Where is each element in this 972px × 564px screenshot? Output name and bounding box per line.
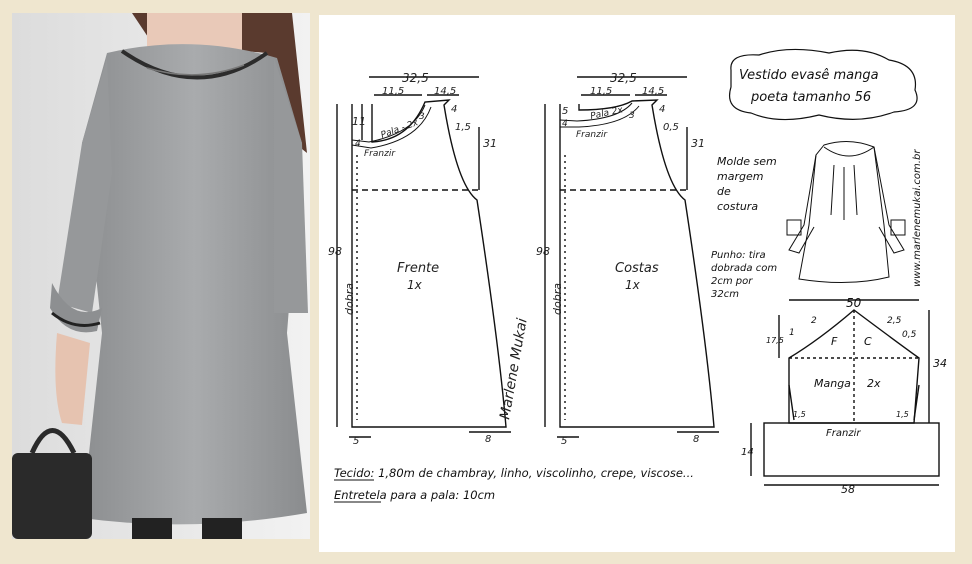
neckline-trim <box>120 49 269 80</box>
back-yoke-width: 4 <box>562 119 568 129</box>
hair <box>132 13 307 153</box>
sleeve-qty: 2x <box>867 377 881 390</box>
back-neck-depth: 5 <box>562 106 568 117</box>
back-shoulder-width: 14,5 <box>642 86 664 97</box>
front-fold-label: dobra <box>343 283 356 315</box>
front-neck-depth: 11 <box>352 115 366 128</box>
back-piece-qty: 1x <box>625 278 641 292</box>
front-yoke-label: Pala - 2x <box>380 118 421 141</box>
sleeve-cap-left: 2 <box>811 316 817 326</box>
signature: Marlene Mukai <box>497 317 531 421</box>
front-piece-name: Frente <box>397 261 439 276</box>
back-width-top: 32,5 <box>610 71 637 85</box>
title-line-1: Vestido evasê manga <box>739 68 879 83</box>
note-interfacing: Entretela para a pala: 10cm <box>334 488 495 502</box>
sleeve-cuff-left: 1,5 <box>793 410 806 419</box>
front-yoke-width: 4 <box>355 139 361 149</box>
front-piece-qty: 1x <box>407 278 423 292</box>
website-url: www.marlenemukai.com.br <box>912 149 923 287</box>
back-hem-left: 5 <box>561 436 567 447</box>
back-gather-label: Franzir <box>576 130 608 140</box>
dress-sketch <box>786 141 906 284</box>
sleeve-total-height: 34 <box>933 357 947 370</box>
back-armhole-notch: 0,5 <box>663 122 679 133</box>
back-piece-name: Costas <box>615 261 659 276</box>
back-pattern-piece <box>544 76 719 438</box>
cuff-height: 14 <box>741 447 754 458</box>
sleeve-cap-height: 17,5 <box>766 336 784 345</box>
back-neck-width: 11,5 <box>590 86 612 97</box>
handbag <box>12 453 92 539</box>
dress-photo <box>12 13 310 539</box>
front-hem-right: 8 <box>485 434 491 445</box>
title-line-2: poeta tamanho 56 <box>750 90 871 105</box>
dress-body <box>82 44 307 525</box>
sleeve-gather: Franzir <box>826 428 861 439</box>
sleeve-cuff-right: 1,5 <box>896 410 909 419</box>
front-width-top: 32,5 <box>402 71 429 85</box>
sleeve-width: 50 <box>846 296 862 310</box>
front-shoulder-width: 14,5 <box>434 86 456 97</box>
front-armhole-notch: 1,5 <box>455 122 471 133</box>
right-sleeve <box>274 58 308 313</box>
front-neck-width: 11,5 <box>382 86 404 97</box>
back-hem-right: 8 <box>693 434 699 445</box>
front-hem-left: 5 <box>353 436 359 447</box>
sleeve-pattern-piece <box>750 299 940 486</box>
front-gather-label: Franzir <box>364 149 396 159</box>
front-pattern-piece <box>336 76 511 438</box>
front-length: 98 <box>328 245 342 258</box>
front-armhole-depth: 31 <box>483 137 497 150</box>
back-measure-3: 3 <box>629 111 635 121</box>
sleeve-cap-right: 2,5 <box>887 316 902 326</box>
back-armhole-depth: 31 <box>691 137 705 150</box>
cuff-width: 58 <box>841 483 855 496</box>
sleeve-front-mark: F <box>831 335 838 348</box>
back-length: 98 <box>536 245 550 258</box>
title-cloud <box>729 48 918 121</box>
note-fabric: Tecido: 1,80m de chambray, linho, viscol… <box>334 466 694 480</box>
back-fold-label: dobra <box>551 283 564 315</box>
front-shoulder-drop: 4 <box>451 104 457 115</box>
sleeve-cap-left-2: 1 <box>789 328 795 338</box>
front-measure-3: 3 <box>419 112 425 122</box>
sleeve-back-mark: C <box>864 335 872 348</box>
pattern-sheet: 32,5 11,5 14,5 11 4 1,5 31 4 3 Pala - 2x… <box>319 15 955 552</box>
sleeve-cap-right-2: 0,5 <box>902 330 917 340</box>
back-shoulder-drop: 4 <box>659 104 665 115</box>
sleeve-name: Manga <box>814 377 851 390</box>
left-sleeve <box>57 58 112 313</box>
